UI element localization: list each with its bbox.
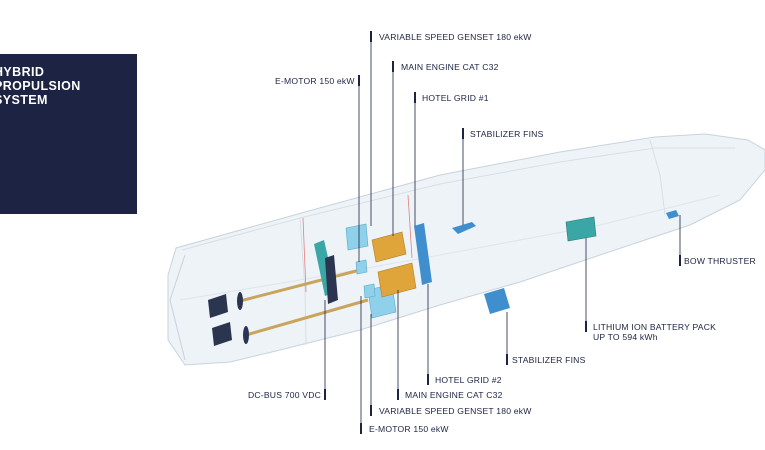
bulkhead-line xyxy=(302,217,307,293)
stabilizer-fin-top xyxy=(452,222,476,234)
deck-line xyxy=(299,217,307,346)
rudder-upper xyxy=(208,294,228,318)
bow-thruster xyxy=(666,210,679,219)
callout-tick xyxy=(324,389,326,400)
deck-line xyxy=(169,254,186,361)
callout-tick xyxy=(370,31,372,42)
deck-line xyxy=(179,194,721,301)
callout-tick xyxy=(414,92,416,103)
title-line-1: HYBRID xyxy=(0,65,45,79)
main-engine-upper xyxy=(371,231,407,263)
rudder-lower xyxy=(212,322,232,346)
label-variable-speed-genset-top: VARIABLE SPEED GENSET 180 ekW xyxy=(379,32,532,42)
yacht-hull xyxy=(167,133,765,366)
callout-tick xyxy=(370,405,372,416)
label-e-motor-top: E-MOTOR 150 ekW xyxy=(275,76,355,86)
battery-pack xyxy=(565,216,597,242)
propeller-upper xyxy=(237,292,243,310)
label-main-engine-bottom: MAIN ENGINE CAT C32 xyxy=(405,390,503,400)
callout-tick xyxy=(585,321,587,332)
callout-tick xyxy=(360,423,362,434)
deck-line xyxy=(181,147,735,251)
title-line-3: SYSTEM xyxy=(0,93,48,107)
label-dc-bus: DC-BUS 700 VDC xyxy=(248,390,322,400)
callout-tick xyxy=(506,354,508,365)
title-line-2: PROPULSION xyxy=(0,79,81,93)
bulkhead-line xyxy=(407,194,413,259)
label-variable-speed-genset-bottom: VARIABLE SPEED GENSET 180 ekW xyxy=(379,406,532,416)
label-lithium-battery-1: LITHIUM ION BATTERY PACK xyxy=(593,322,717,332)
emotor-lower xyxy=(363,283,376,299)
label-main-engine-top: MAIN ENGINE CAT C32 xyxy=(401,62,499,72)
title-panel: HYBRID PROPULSION SYSTEM xyxy=(0,54,137,214)
callout-tick xyxy=(397,389,399,400)
deck-line xyxy=(649,139,666,216)
emotor-upper xyxy=(355,259,368,275)
callout-tick xyxy=(679,255,681,266)
label-hotel-grid-2: HOTEL GRID #2 xyxy=(435,375,502,385)
hotel-grid-panel xyxy=(414,223,432,285)
callout-tick xyxy=(427,374,429,385)
callout-tick xyxy=(358,75,360,86)
label-bow-thruster: BOW THRUSTER xyxy=(684,256,756,266)
dc-bus-panel-dark xyxy=(325,255,338,304)
main-engine-lower xyxy=(377,262,417,298)
label-hotel-grid-1: HOTEL GRID #1 xyxy=(422,93,489,103)
propeller-lower xyxy=(243,326,249,344)
callout-tick xyxy=(392,61,394,72)
label-stabilizer-fins-bottom: STABILIZER FINS xyxy=(512,355,586,365)
label-e-motor-bottom: E-MOTOR 150 ekW xyxy=(369,424,449,434)
callout-tick xyxy=(462,128,464,139)
label-lithium-battery-2: UP TO 594 kWh xyxy=(593,332,658,342)
stabilizer-fin-bottom xyxy=(484,288,510,314)
label-stabilizer-fins-top: STABILIZER FINS xyxy=(470,129,544,139)
shaft-lower xyxy=(245,298,369,337)
shaft-upper xyxy=(239,268,361,303)
